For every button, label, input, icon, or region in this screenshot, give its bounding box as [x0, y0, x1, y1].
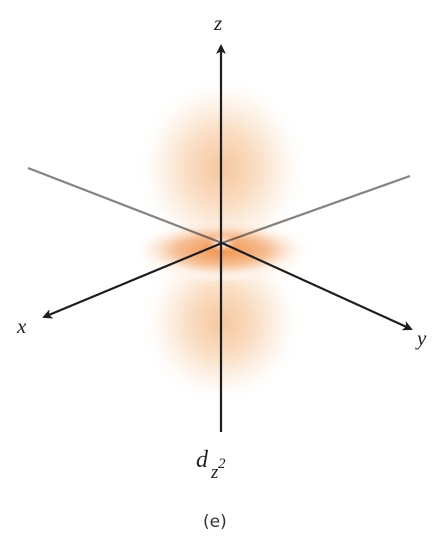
z-axis-label: z: [213, 11, 222, 35]
orbital-superscript: 2: [218, 456, 226, 472]
y-axis-label: y: [415, 326, 427, 350]
orbital-name: d: [196, 447, 209, 473]
panel-label: (e): [203, 512, 227, 532]
x-axis-label: x: [16, 314, 27, 338]
